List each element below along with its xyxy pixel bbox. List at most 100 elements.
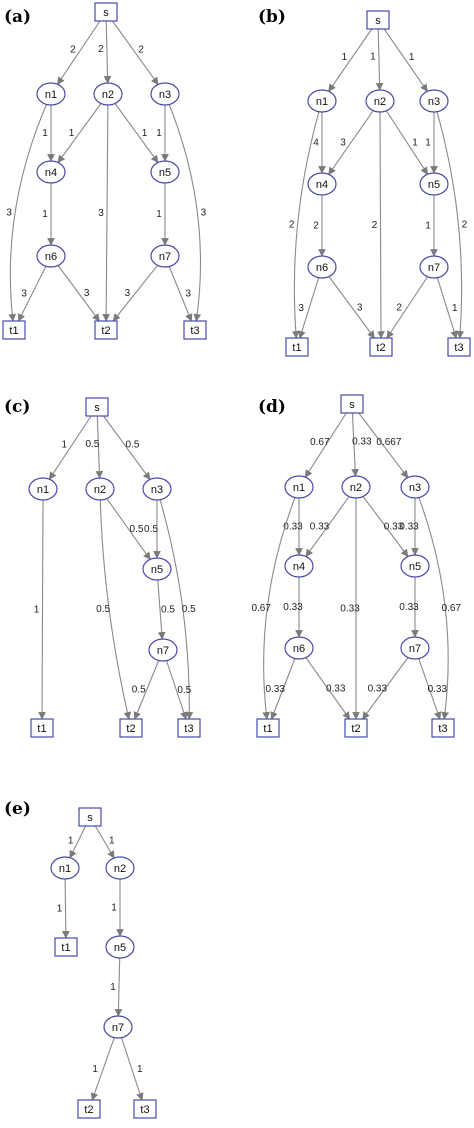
node-d-t1: t1 xyxy=(256,718,280,738)
node-d-t3: t3 xyxy=(431,718,455,738)
edge-label: 1 xyxy=(92,1064,98,1075)
node-ellipse xyxy=(150,82,180,106)
node-label: n7 xyxy=(112,1022,124,1034)
node-label: n1 xyxy=(45,89,57,101)
edge-label: 1 xyxy=(156,209,162,220)
edge-a-n3-t3 xyxy=(168,104,202,322)
edge-label: 0.5 xyxy=(161,605,175,616)
edge-d-n2-n4 xyxy=(305,496,350,558)
edge-label: 1 xyxy=(409,52,415,63)
node-c-n1: n1 xyxy=(28,477,58,501)
edge-c-s-n2 xyxy=(95,415,104,479)
edge-b-n2-n5 xyxy=(385,110,429,175)
node-label: n4 xyxy=(316,179,328,191)
edge-label: 0.67 xyxy=(251,603,271,614)
edge-d-s-n3 xyxy=(358,412,409,479)
node-a-n5: n5 xyxy=(150,160,180,184)
node-label: n4 xyxy=(45,167,57,179)
node-b-s: s xyxy=(366,10,390,30)
node-a-t3: t3 xyxy=(183,320,207,340)
edge-label: 0.667 xyxy=(376,437,401,448)
edge-label: 1 xyxy=(142,128,148,139)
node-label: n2 xyxy=(350,482,362,494)
edge-label: 0.33 xyxy=(352,436,372,447)
edge-label: 1 xyxy=(342,52,348,63)
node-label: n5 xyxy=(151,564,163,576)
node-box xyxy=(256,718,280,738)
edge-d-n2-n5 xyxy=(362,496,409,558)
edge-d-s-n1 xyxy=(304,412,347,478)
edge-c-n2-t2 xyxy=(99,499,132,720)
node-box xyxy=(94,2,118,22)
edge-e-s-n2 xyxy=(94,825,115,859)
edge-a-s-n1 xyxy=(57,20,101,85)
node-c-n2: n2 xyxy=(85,477,115,501)
node-label: n2 xyxy=(374,96,386,108)
edge-label: 1 xyxy=(109,835,115,846)
edge-label: 3 xyxy=(6,207,12,218)
edge-label: 2 xyxy=(462,219,468,230)
node-ellipse xyxy=(142,477,172,501)
edge-b-s-n3 xyxy=(383,28,428,92)
edge-label: 1 xyxy=(425,138,431,149)
edge-label: 3 xyxy=(21,289,27,300)
edge-c-n7-t3 xyxy=(165,660,188,720)
edge-label: 1 xyxy=(137,1064,143,1075)
node-box xyxy=(2,320,26,340)
node-ellipse xyxy=(93,82,123,106)
panel-label-c: (c) xyxy=(4,397,30,417)
node-label: t1 xyxy=(61,942,70,954)
edge-b-n2-n4 xyxy=(328,110,374,176)
node-d-n5: n5 xyxy=(400,554,430,578)
edge-label: 1 xyxy=(370,52,376,63)
node-ellipse xyxy=(365,89,395,113)
node-e-t1: t1 xyxy=(54,937,78,957)
edge-b-n2-t2 xyxy=(377,111,385,339)
node-b-n3: n3 xyxy=(419,89,449,113)
edge-label: 1 xyxy=(110,982,116,993)
node-e-s: s xyxy=(78,807,102,827)
node-ellipse xyxy=(103,1015,133,1039)
node-ellipse xyxy=(284,554,314,578)
node-box xyxy=(77,1099,101,1119)
node-d-n3: n3 xyxy=(400,475,430,499)
node-a-n3: n3 xyxy=(150,82,180,106)
node-box xyxy=(340,394,364,414)
edge-d-n7-t2 xyxy=(362,657,409,720)
node-label: t3 xyxy=(438,723,447,735)
node-label: t1 xyxy=(9,325,18,337)
node-ellipse xyxy=(341,475,371,499)
node-ellipse xyxy=(419,89,449,113)
panel-label-a: (a) xyxy=(4,7,31,27)
edge-c-s-n3 xyxy=(103,415,151,481)
edge-label: 0.33 xyxy=(399,522,419,533)
edge-c-n7-t2 xyxy=(133,660,160,720)
edge-label: 0.33 xyxy=(428,684,448,695)
node-label: n3 xyxy=(151,484,163,496)
node-label: n7 xyxy=(157,645,169,657)
node-label: n1 xyxy=(316,96,328,108)
edge-a-s-n2 xyxy=(103,20,112,84)
edge-label: 0.33 xyxy=(326,683,346,694)
node-label: n3 xyxy=(159,89,171,101)
edge-a-n6-t1 xyxy=(18,265,47,322)
edge-d-n6-t1 xyxy=(270,658,296,720)
edge-label: 1 xyxy=(57,904,63,915)
node-d-s: s xyxy=(340,394,364,414)
node-a-t2: t2 xyxy=(94,320,118,340)
node-d-n6: n6 xyxy=(284,636,314,660)
node-label: s xyxy=(94,402,100,414)
edge-label: 3 xyxy=(357,302,363,313)
node-a-t1: t1 xyxy=(2,320,26,340)
edge-a-n2-n5 xyxy=(114,103,159,164)
node-b-n6: n6 xyxy=(307,255,337,279)
node-box xyxy=(285,337,309,357)
edge-d-n1-t1 xyxy=(262,497,296,720)
edge-label: 0.33 xyxy=(368,683,388,694)
node-label: n5 xyxy=(409,561,421,573)
node-ellipse xyxy=(307,172,337,196)
node-label: n4 xyxy=(293,561,305,573)
